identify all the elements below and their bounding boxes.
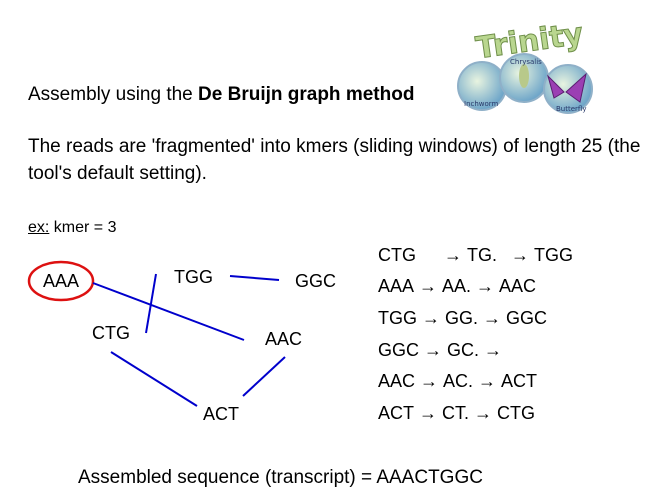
kmer-example: ex: kmer = 3 — [28, 219, 116, 237]
edge-aaa-aac — [92, 282, 245, 341]
example-text: kmer = 3 — [49, 219, 117, 236]
rule-prefix: GC. — [447, 340, 480, 360]
chrysalis-icon — [519, 64, 529, 88]
rule-act: ACT→CT.→CTG — [378, 403, 535, 424]
rule-prefix: AA. — [442, 276, 472, 296]
node-aaa: AAA — [43, 271, 80, 291]
arrow-icon: → — [419, 403, 437, 423]
rule-next: ACT — [501, 371, 538, 391]
arrow-icon: → — [484, 340, 503, 360]
arrow-icon: → — [474, 403, 492, 423]
arrow-icon: → — [420, 371, 439, 391]
node-act: ACT — [203, 404, 239, 424]
rule-prefix: AC. — [443, 371, 474, 391]
rule-next: TGG — [534, 245, 573, 265]
node-ctg: CTG — [92, 323, 130, 343]
rule-tgg: TGG→GG.→GGC — [378, 308, 547, 329]
heading-prefix: Assembly using the — [28, 84, 199, 105]
arrow-icon: → — [444, 245, 462, 265]
rule-prefix: TG. — [467, 245, 497, 265]
rule-prefix: GG. — [445, 308, 479, 328]
edge-ctg-act — [110, 351, 198, 407]
arrow-icon: → — [424, 340, 443, 360]
kmer-description: The reads are 'fragmented' into kmers (s… — [28, 136, 641, 184]
rule-next: CTG — [497, 403, 535, 423]
aaa-highlight-circle — [27, 260, 95, 302]
arrow-icon: → — [422, 308, 440, 328]
arrow-icon: → — [511, 245, 529, 265]
rule-kmer: ACT — [378, 403, 414, 423]
rule-aaa: AAA→AA.→AAC — [378, 276, 536, 297]
edge-aac-act — [242, 356, 286, 397]
rule-kmer: TGG — [378, 308, 417, 328]
assembled-sequence: Assembled sequence (transcript) = AAACTG… — [78, 467, 483, 488]
edge-tgg-ggc — [229, 275, 280, 281]
arrow-icon: → — [483, 308, 502, 328]
heading-bold: De Bruijn graph method — [198, 84, 415, 105]
rule-next: AAC — [499, 276, 537, 296]
node-tgg: TGG — [174, 267, 213, 287]
butterfly-icon — [547, 72, 587, 103]
rule-kmer: AAA — [378, 276, 415, 296]
edge-ctg-tgg — [145, 273, 157, 334]
rule-aac: AAC→AC.→ACT — [378, 371, 537, 392]
rule-kmer: AAC — [378, 371, 416, 391]
example-label: ex: — [28, 219, 50, 236]
logo-label-butterfly: Butterfly — [556, 105, 586, 113]
rule-kmer: CTG — [378, 245, 416, 265]
rule-ctg: CTG→TG.→TGG — [378, 245, 573, 266]
arrow-icon: → — [478, 371, 497, 391]
logo-label-chrysalis: Chrysalis — [510, 58, 542, 66]
logo-title: Trinity — [474, 17, 586, 67]
node-ggc: GGC — [295, 271, 337, 291]
rule-ggc: GGC→GC.→ — [378, 340, 507, 361]
rule-prefix: CT. — [442, 403, 469, 423]
trinity-logo: Inchworm Chrysalis Butterfly Trinity — [457, 16, 593, 114]
arrow-icon: → — [419, 276, 438, 296]
logo-label-inchworm: Inchworm — [464, 100, 499, 108]
page-heading: Assembly using the De Bruijn graph metho… — [28, 84, 414, 106]
rule-kmer: GGC — [378, 340, 420, 360]
node-aac: AAC — [265, 329, 303, 349]
arrow-icon: → — [476, 276, 495, 296]
rule-next: GGC — [506, 308, 548, 328]
